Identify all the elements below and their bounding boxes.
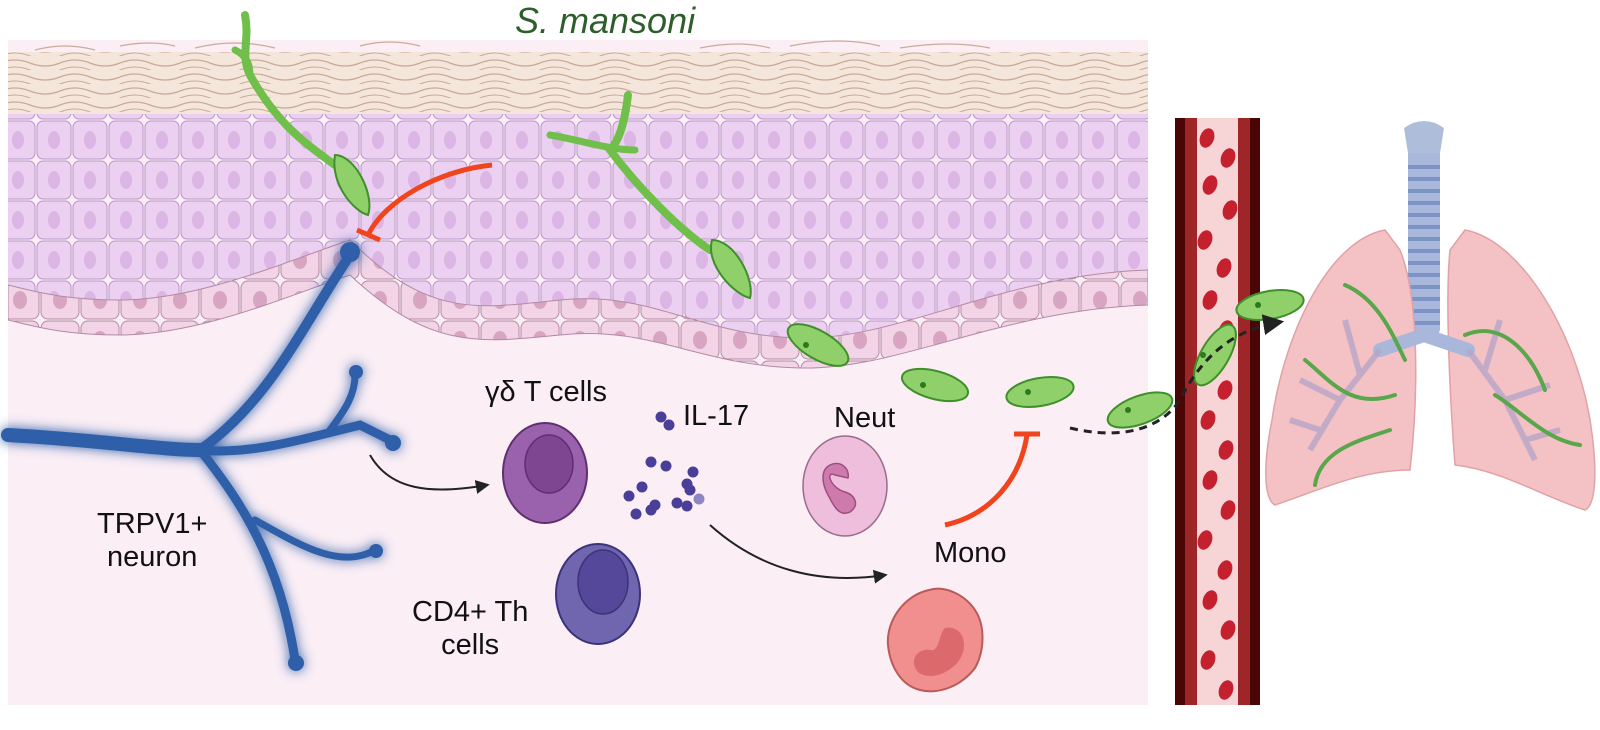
red-blood-cell	[1200, 650, 1216, 670]
red-blood-cell	[1197, 530, 1213, 550]
schistosomulum-nucleus	[803, 342, 809, 348]
schistosomulum-nucleus	[920, 382, 926, 388]
cd4-label: CD4+ Th cells	[412, 596, 528, 663]
gd-t-cells-label: γδ T cells	[485, 376, 607, 408]
lungs	[1265, 121, 1596, 511]
trachea-ring	[1408, 297, 1440, 301]
red-blood-cell	[1202, 290, 1218, 310]
monocyte	[886, 587, 984, 693]
trachea	[1408, 130, 1440, 335]
trachea-ring	[1408, 225, 1440, 229]
trachea-ring	[1408, 201, 1440, 205]
red-blood-cell	[1197, 230, 1213, 250]
right-lung	[1265, 229, 1417, 506]
il17-dot	[623, 490, 635, 502]
cercaria-1	[231, 11, 371, 217]
il17-dot	[684, 484, 696, 496]
schistosomulum	[1193, 323, 1237, 387]
trachea-ring	[1408, 321, 1440, 325]
trpv1-neuron	[1, 242, 401, 671]
neuron-label-line1: TRPV1+	[97, 508, 208, 540]
inhibit-arrow-parasite-to-neuron	[356, 162, 493, 243]
trachea-ring	[1408, 237, 1440, 241]
il17-dot	[693, 493, 705, 505]
il17-dot	[687, 466, 699, 478]
red-blood-cell	[1218, 440, 1234, 460]
arrow-il17-to-mono	[709, 524, 888, 584]
trachea-ring	[1408, 273, 1440, 277]
cd4-label-line1: CD4+ Th	[412, 596, 529, 628]
red-blood-cell	[1217, 560, 1233, 580]
red-blood-cell	[1202, 590, 1218, 610]
schistosomulum	[1005, 376, 1075, 408]
neut-label: Neut	[834, 402, 896, 434]
schistosomulum	[786, 323, 850, 367]
left-lung	[1447, 229, 1596, 511]
arrow-neuron-to-gdt	[369, 454, 490, 494]
trachea-ring	[1408, 261, 1440, 265]
neutrophil	[802, 435, 888, 537]
trachea-ring	[1408, 213, 1440, 217]
cd4-label-line2: cells	[441, 629, 500, 662]
mono-label: Mono	[934, 537, 1007, 569]
il17-dot	[681, 500, 693, 512]
il17-dot	[671, 497, 683, 509]
schistosomulum-nucleus	[1255, 302, 1261, 308]
red-blood-cell	[1220, 500, 1236, 520]
red-blood-cell	[1202, 175, 1218, 195]
il17-dot	[655, 411, 667, 423]
il17-dot	[645, 456, 657, 468]
inhibit-arrow-mono-to-parasite	[944, 431, 1040, 528]
trachea-ring	[1408, 189, 1440, 193]
il17-dot	[663, 419, 675, 431]
trachea-ring	[1408, 309, 1440, 313]
red-blood-cell	[1216, 258, 1232, 278]
trachea-ring	[1408, 285, 1440, 289]
stratum-corneum	[8, 40, 1148, 114]
neuron-label-line2: neuron	[107, 541, 198, 574]
trachea-ring	[1408, 249, 1440, 253]
red-blood-cell	[1200, 410, 1216, 430]
red-blood-cell	[1222, 200, 1238, 220]
red-blood-cell	[1199, 128, 1215, 148]
cercaria-2	[546, 91, 752, 300]
schistosomulum-nucleus	[1125, 407, 1131, 413]
gd-t-cell	[502, 422, 588, 524]
il17-dot	[636, 481, 648, 493]
schistosomulum	[1106, 391, 1174, 429]
red-blood-cell	[1202, 470, 1218, 490]
blood-vessel	[1175, 118, 1260, 705]
schistosomulum	[900, 367, 970, 403]
larynx	[1404, 121, 1444, 153]
il17-dot	[630, 508, 642, 520]
red-blood-cell	[1218, 680, 1234, 700]
migration-arrow-to-lungs	[1069, 314, 1285, 435]
neuron-label: TRPV1+ neuron	[97, 508, 207, 575]
lung-worms	[1303, 283, 1582, 487]
parasite-title: S. mansoni	[515, 0, 696, 41]
schistosomula	[231, 11, 1305, 429]
red-blood-cell	[1220, 620, 1236, 640]
il17-dot	[645, 504, 657, 516]
il17-dot	[660, 460, 672, 472]
red-blood-cell	[1220, 148, 1236, 168]
cd4-th-cell	[555, 543, 641, 645]
trachea-ring	[1408, 165, 1440, 169]
trachea-ring	[1408, 177, 1440, 181]
il17-label: IL-17	[683, 400, 750, 432]
schistosomulum-nucleus	[1200, 352, 1206, 358]
red-blood-cell	[1217, 380, 1233, 400]
schistosomulum-nucleus	[1025, 389, 1031, 395]
il17-cytokines	[623, 411, 705, 520]
